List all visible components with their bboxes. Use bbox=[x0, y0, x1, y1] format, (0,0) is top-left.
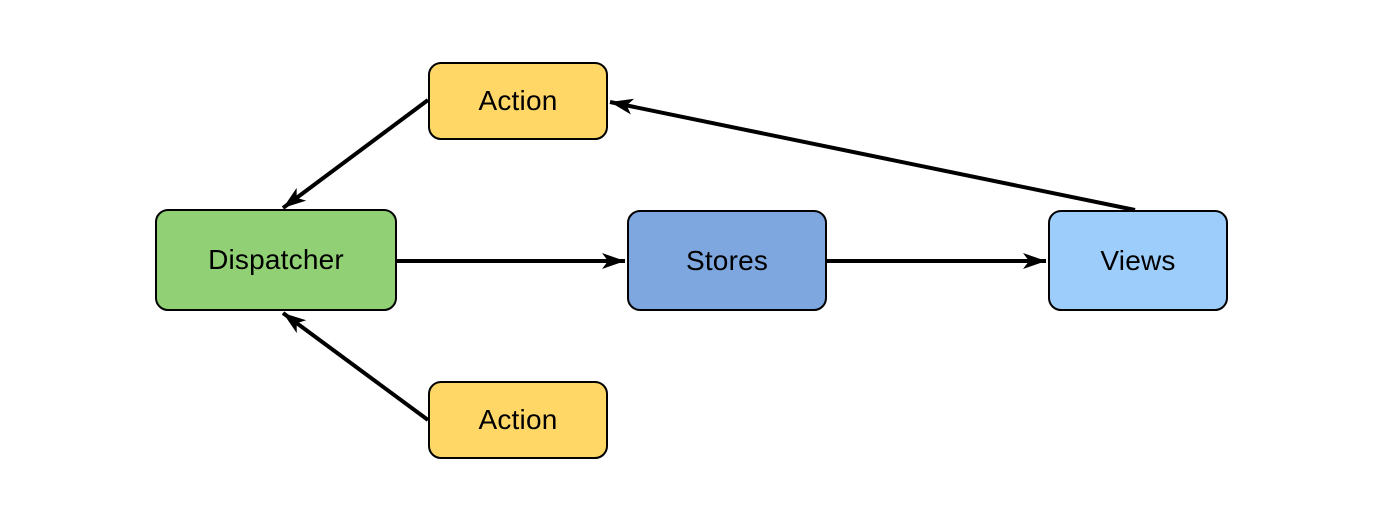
edge-action-top-to-dispatcher bbox=[281, 98, 430, 210]
node-dispatcher-label: Dispatcher bbox=[208, 244, 344, 275]
edge-views-to-action-top bbox=[609, 98, 1136, 212]
node-views: Views bbox=[1048, 210, 1228, 311]
node-stores: Stores bbox=[627, 210, 827, 311]
node-action-top: Action bbox=[428, 62, 608, 140]
node-dispatcher: Dispatcher bbox=[155, 209, 397, 311]
node-action-bottom: Action bbox=[428, 381, 608, 459]
node-views-label: Views bbox=[1100, 244, 1176, 276]
node-action-bottom-label: Action bbox=[478, 404, 558, 435]
node-action-top-label: Action bbox=[478, 85, 558, 116]
node-stores-label: Stores bbox=[685, 244, 769, 276]
edge-action-bottom-to-dispatcher bbox=[281, 311, 430, 422]
